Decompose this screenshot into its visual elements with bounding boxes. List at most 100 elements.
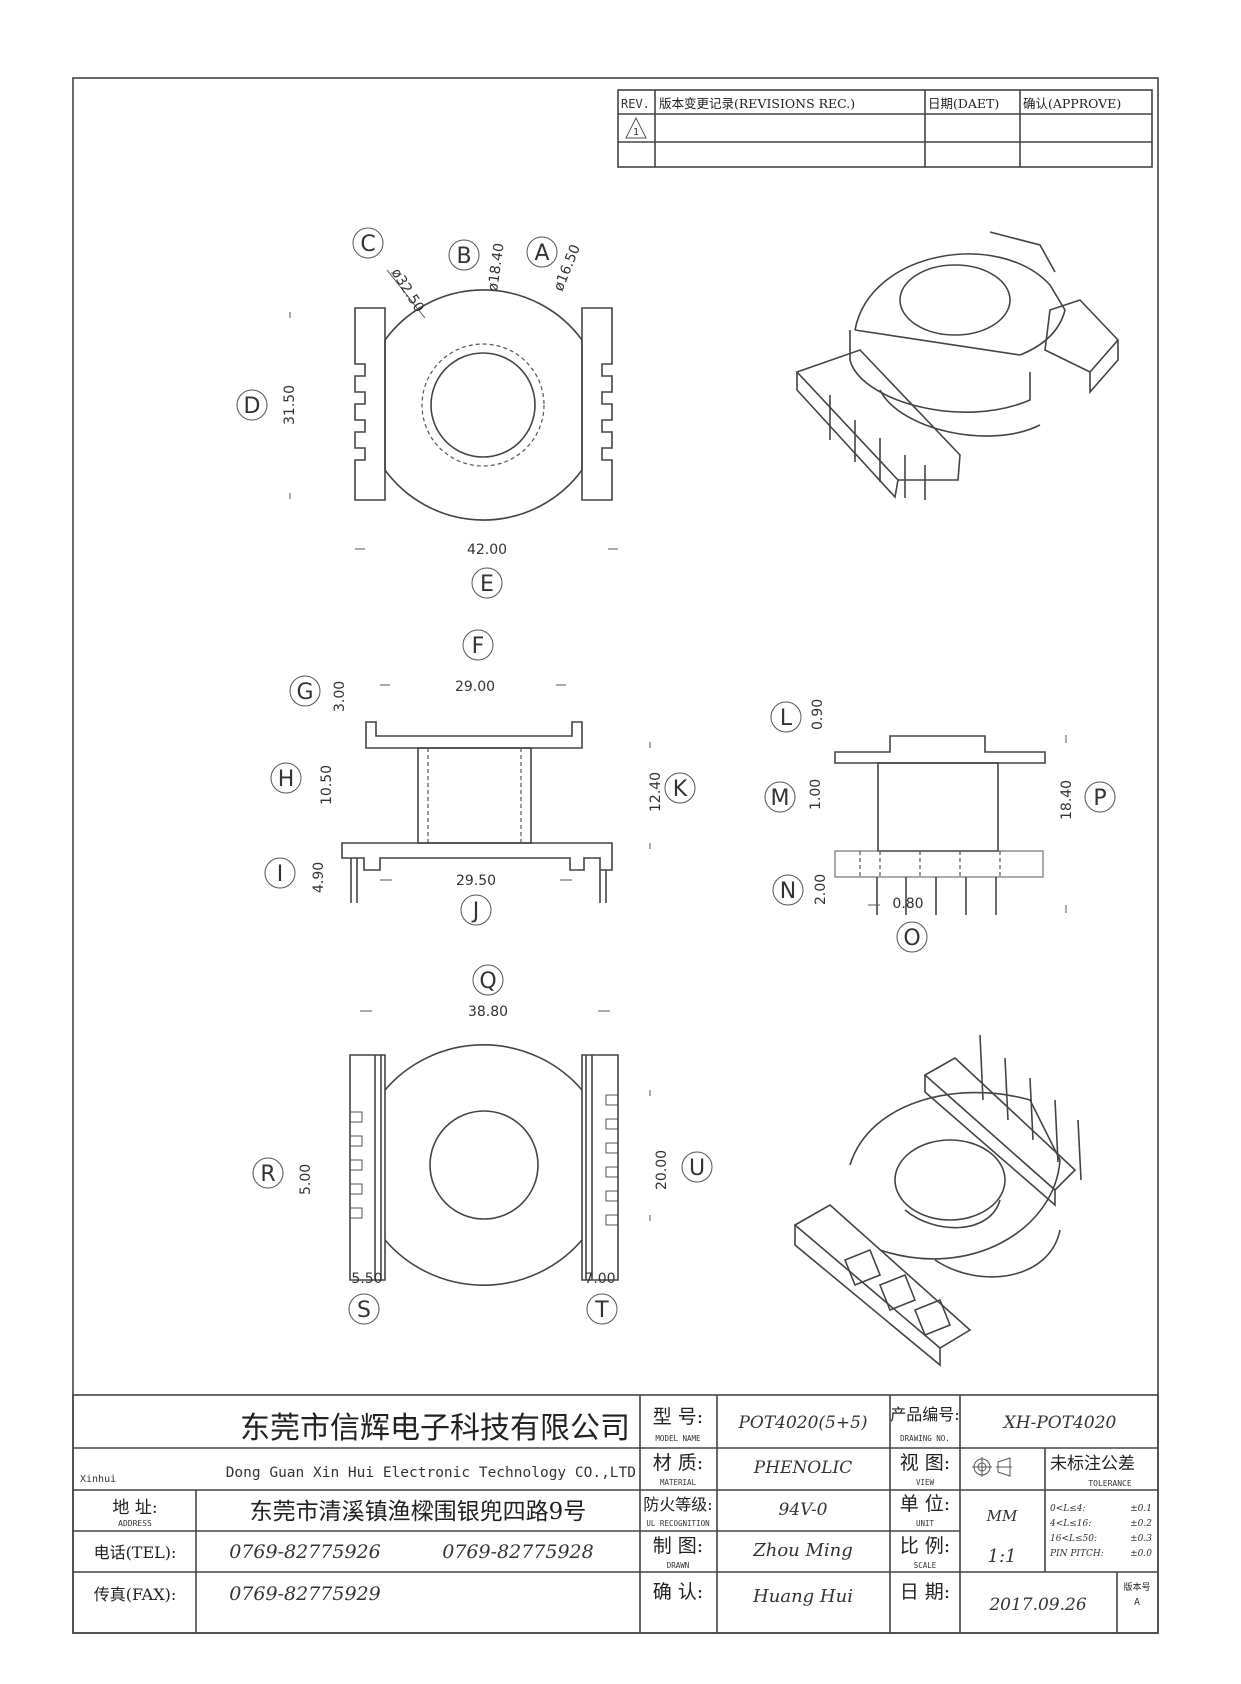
tolerance-range-2: 4<L≤16: [1049, 1519, 1091, 1529]
company-name-en: Dong Guan Xin Hui Electronic Technology … [226, 1465, 636, 1481]
fire-label-en: UL RECOGNITION [646, 1519, 709, 1528]
callout-j-dim: 29.50 [456, 873, 496, 889]
tolerance-range-4: PIN PITCH: [1049, 1549, 1104, 1559]
scale-label-en: SCALE [914, 1561, 937, 1570]
callout-q-letter: Q [479, 969, 496, 994]
callout-u-letter: U [689, 1156, 705, 1181]
callout-a-letter: A [534, 241, 549, 266]
callout-l-letter: L [780, 706, 793, 731]
sheet-border [72, 77, 1159, 1634]
callout-e-letter: E [480, 572, 494, 597]
callout-b-letter: B [456, 244, 471, 269]
drawn-label: 制 图: [653, 1535, 703, 1557]
title-block: 东莞市信辉电子科技有限公司 Xinhui Dong Guan Xin Hui E… [72, 1394, 1159, 1634]
company-name-cn: 东莞市信辉电子科技有限公司 [240, 1411, 630, 1446]
drawn-label-en: DRAWN [667, 1561, 690, 1570]
address-value: 东莞市清溪镇渔樑围银兜四路9号 [250, 1499, 587, 1525]
hidden-diameter [421, 343, 545, 467]
callout-m-dim: 1.00 [808, 779, 824, 810]
callout-l-dim: 0.90 [810, 699, 826, 730]
front-view [834, 735, 1067, 915]
revision-symbol: 1 [633, 127, 639, 138]
fire-label: 防火等级: [643, 1495, 712, 1514]
tolerance-value-3: ±0.3 [1130, 1534, 1152, 1544]
tel-label: 电话(TEL): [94, 1543, 177, 1562]
material-value: PHENOLIC [753, 1458, 853, 1478]
tolerance-value-2: ±0.2 [1130, 1519, 1152, 1529]
callout-i-dim: 4.90 [311, 862, 327, 893]
callout-t-dim: 7.00 [584, 1271, 615, 1287]
drawing-no-label-en: DRAWING NO. [900, 1434, 950, 1443]
tel-1: 0769-82775926 [229, 1541, 380, 1563]
callout-m-letter: M [771, 786, 790, 811]
date-label: 日 期: [900, 1581, 950, 1603]
callout-p-dim: 18.40 [1059, 780, 1075, 820]
tolerance-value-1: ±0.1 [1130, 1504, 1152, 1514]
callout-s-letter: S [357, 1298, 371, 1323]
callout-o-dim: 0.80 [892, 896, 923, 912]
callout-p-letter: P [1093, 786, 1106, 811]
isometric-view-bottom [793, 1034, 1082, 1367]
callout-f-dim: 29.00 [455, 679, 495, 695]
unit-label: 单 位: [900, 1493, 950, 1515]
callout-h-letter: H [278, 767, 295, 792]
revision-triangle-icon [625, 116, 647, 139]
callout-u-dim: 20.00 [654, 1150, 670, 1190]
callout-j-letter: J [471, 899, 480, 924]
callout-n-dim: 2.00 [813, 874, 829, 905]
unit-value: MM [986, 1507, 1018, 1525]
drawing-no-value: XH-POT4020 [1002, 1413, 1117, 1433]
tolerance-title: 未标注公差 [1050, 1454, 1135, 1474]
rev-header: REV. [621, 97, 650, 111]
callout-s-dim: 5.50 [351, 1271, 382, 1287]
brand-name: Xinhui [80, 1474, 116, 1485]
callout-f-letter: F [472, 634, 485, 659]
scale-value: 1:1 [988, 1546, 1017, 1567]
callout-r-dim: 5.00 [298, 1164, 314, 1195]
model-value: POT4020(5+5) [737, 1413, 867, 1433]
callout-g-dim: 3.00 [332, 681, 348, 712]
tolerance-range-3: 16<L≤50: [1050, 1534, 1097, 1544]
callout-c-letter: C [360, 232, 375, 257]
address-label: 地 址: [112, 1498, 157, 1518]
inner-bore [430, 352, 536, 458]
tel-2: 0769-82775928 [442, 1541, 593, 1563]
isometric-view-top [795, 231, 1120, 500]
fax-label: 传真(FAX): [94, 1585, 177, 1604]
callout-d-dim: 31.50 [282, 385, 298, 425]
tolerance-title-en: TOLERANCE [1088, 1479, 1132, 1488]
tolerance-value-4: ±0.0 [1130, 1549, 1152, 1559]
bottom-bore [429, 1110, 539, 1220]
callout-o-letter: O [903, 926, 920, 951]
address-label-en: ADDRESS [118, 1519, 152, 1528]
callout-n-letter: N [780, 879, 796, 904]
bottom-view [349, 1010, 651, 1286]
callout-d-letter: D [244, 394, 261, 419]
confirm-value: Huang Hui [752, 1586, 853, 1607]
unit-label-en: UNIT [916, 1519, 935, 1528]
callout-e-dim: 42.00 [467, 542, 507, 558]
view-label: 视 图: [900, 1452, 950, 1474]
fire-value: 94V-0 [779, 1500, 828, 1520]
fax-value: 0769-82775929 [229, 1583, 380, 1605]
callout-h-dim: 10.50 [319, 765, 335, 805]
material-label: 材 质: [653, 1452, 703, 1474]
callout-c-dim: ø32.50 [388, 266, 427, 316]
approve-header: 确认(APPROVE) [1023, 96, 1121, 111]
model-label-en: MODEL NAME [655, 1434, 701, 1443]
version-value: A [1134, 1597, 1140, 1608]
callout-q-dim: 38.80 [468, 1004, 508, 1020]
version-label: 版本号 [1123, 1581, 1150, 1593]
drawing-no-label: 产品编号: [890, 1405, 959, 1424]
callout-a-dim: ø16.50 [551, 242, 584, 293]
revisions-header: 版本变更记录(REVISIONS REC.) [659, 96, 855, 111]
side-view [341, 684, 651, 903]
projection-symbol-icon [972, 1457, 1012, 1477]
material-label-en: MATERIAL [660, 1478, 697, 1487]
view-label-en: VIEW [916, 1478, 935, 1487]
confirm-label: 确 认: [653, 1581, 703, 1603]
callout-g-letter: G [296, 680, 313, 705]
callout-k-letter: K [673, 777, 688, 802]
date-header: 日期(DAET) [928, 96, 999, 111]
